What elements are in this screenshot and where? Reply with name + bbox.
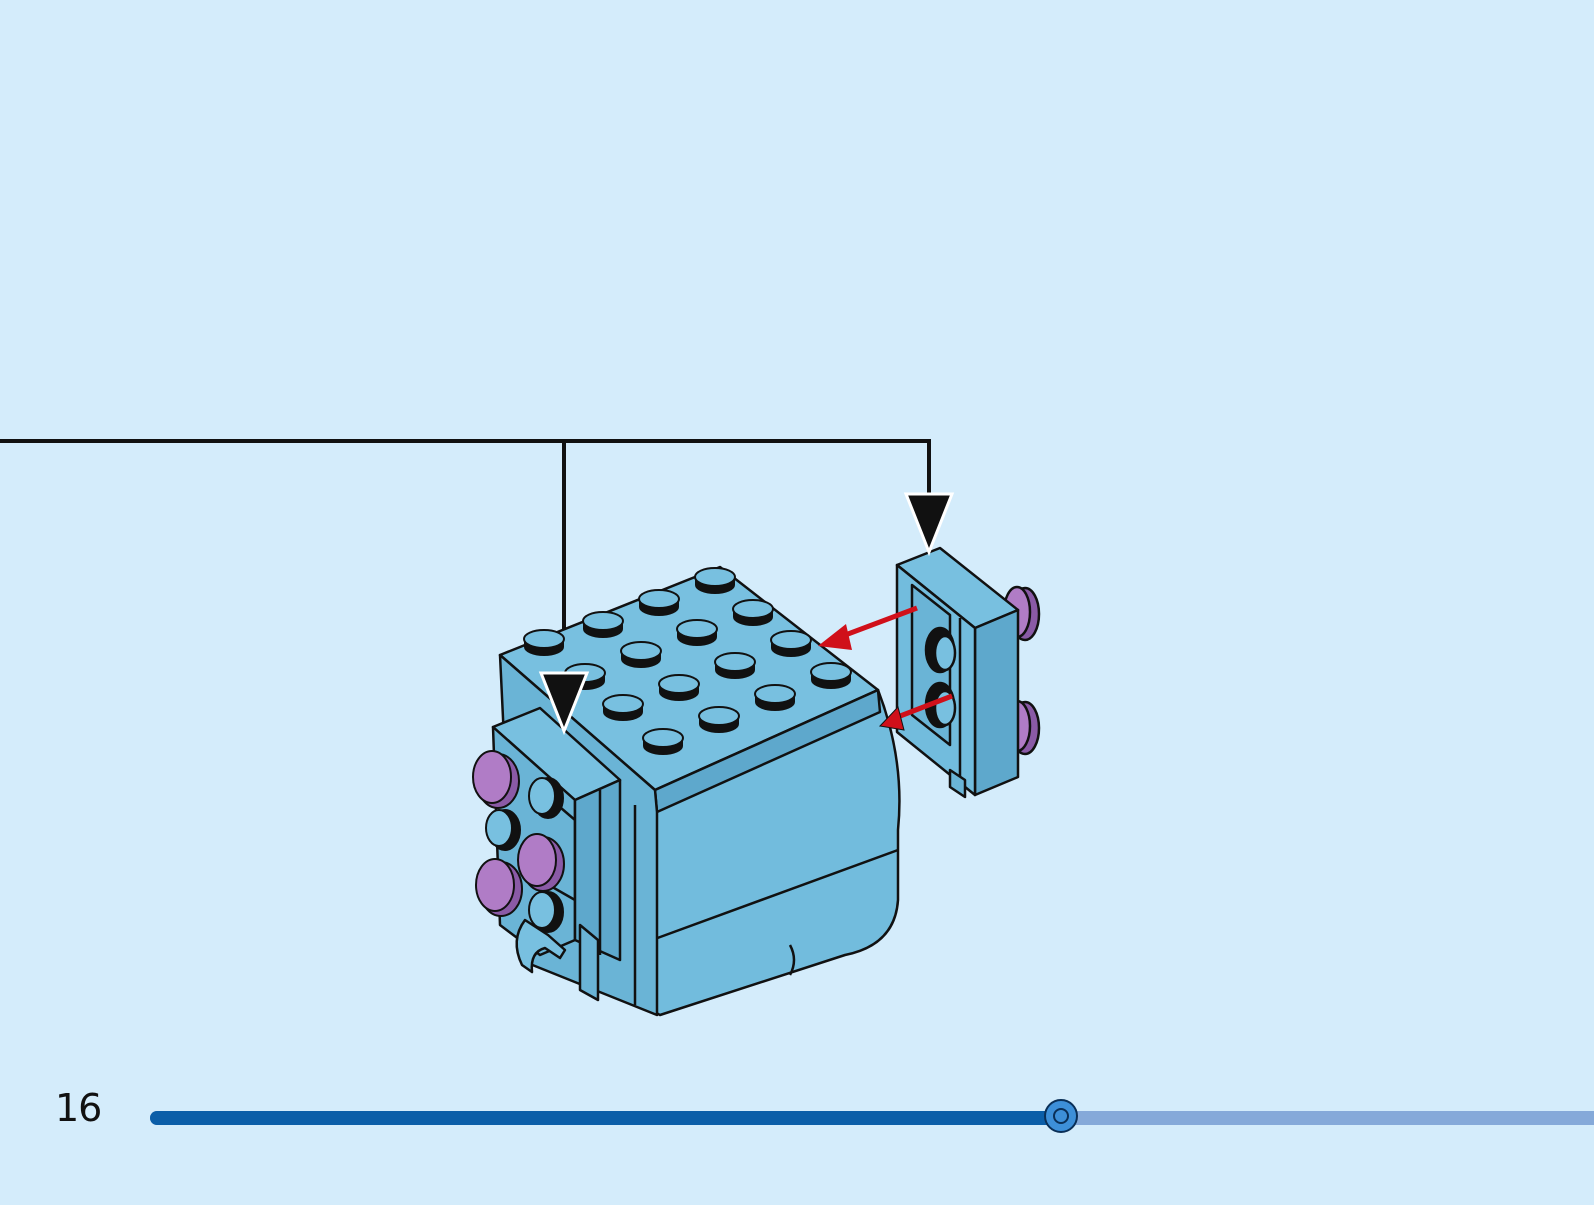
arrow-left-icon	[878, 693, 953, 731]
stud	[810, 662, 852, 690]
progress-bar-fill	[150, 1111, 1063, 1125]
stud	[714, 652, 756, 680]
stud	[698, 706, 740, 734]
stud	[523, 629, 565, 657]
progress-knob-icon	[1043, 1099, 1078, 1133]
arrow-down-icon	[538, 671, 590, 736]
side-plate-part	[895, 546, 1041, 799]
side-studs	[485, 777, 564, 933]
stud	[770, 630, 812, 658]
stud	[582, 611, 624, 639]
stud	[732, 599, 774, 627]
page-number: 16	[55, 1086, 102, 1130]
stud	[620, 641, 662, 669]
stud	[754, 684, 796, 712]
stud	[694, 567, 736, 595]
progress-bar	[150, 1099, 1594, 1133]
stud	[658, 674, 700, 702]
stud	[676, 619, 718, 647]
purple-round-plate	[472, 750, 520, 809]
stud	[638, 589, 680, 617]
arrow-left-icon	[818, 605, 918, 650]
attach-arrows	[818, 605, 953, 731]
callout-arrowheads	[538, 492, 955, 736]
stud	[602, 694, 644, 722]
stud	[642, 728, 684, 756]
purple-round-plate	[475, 858, 523, 917]
arrow-down-icon	[903, 492, 955, 557]
